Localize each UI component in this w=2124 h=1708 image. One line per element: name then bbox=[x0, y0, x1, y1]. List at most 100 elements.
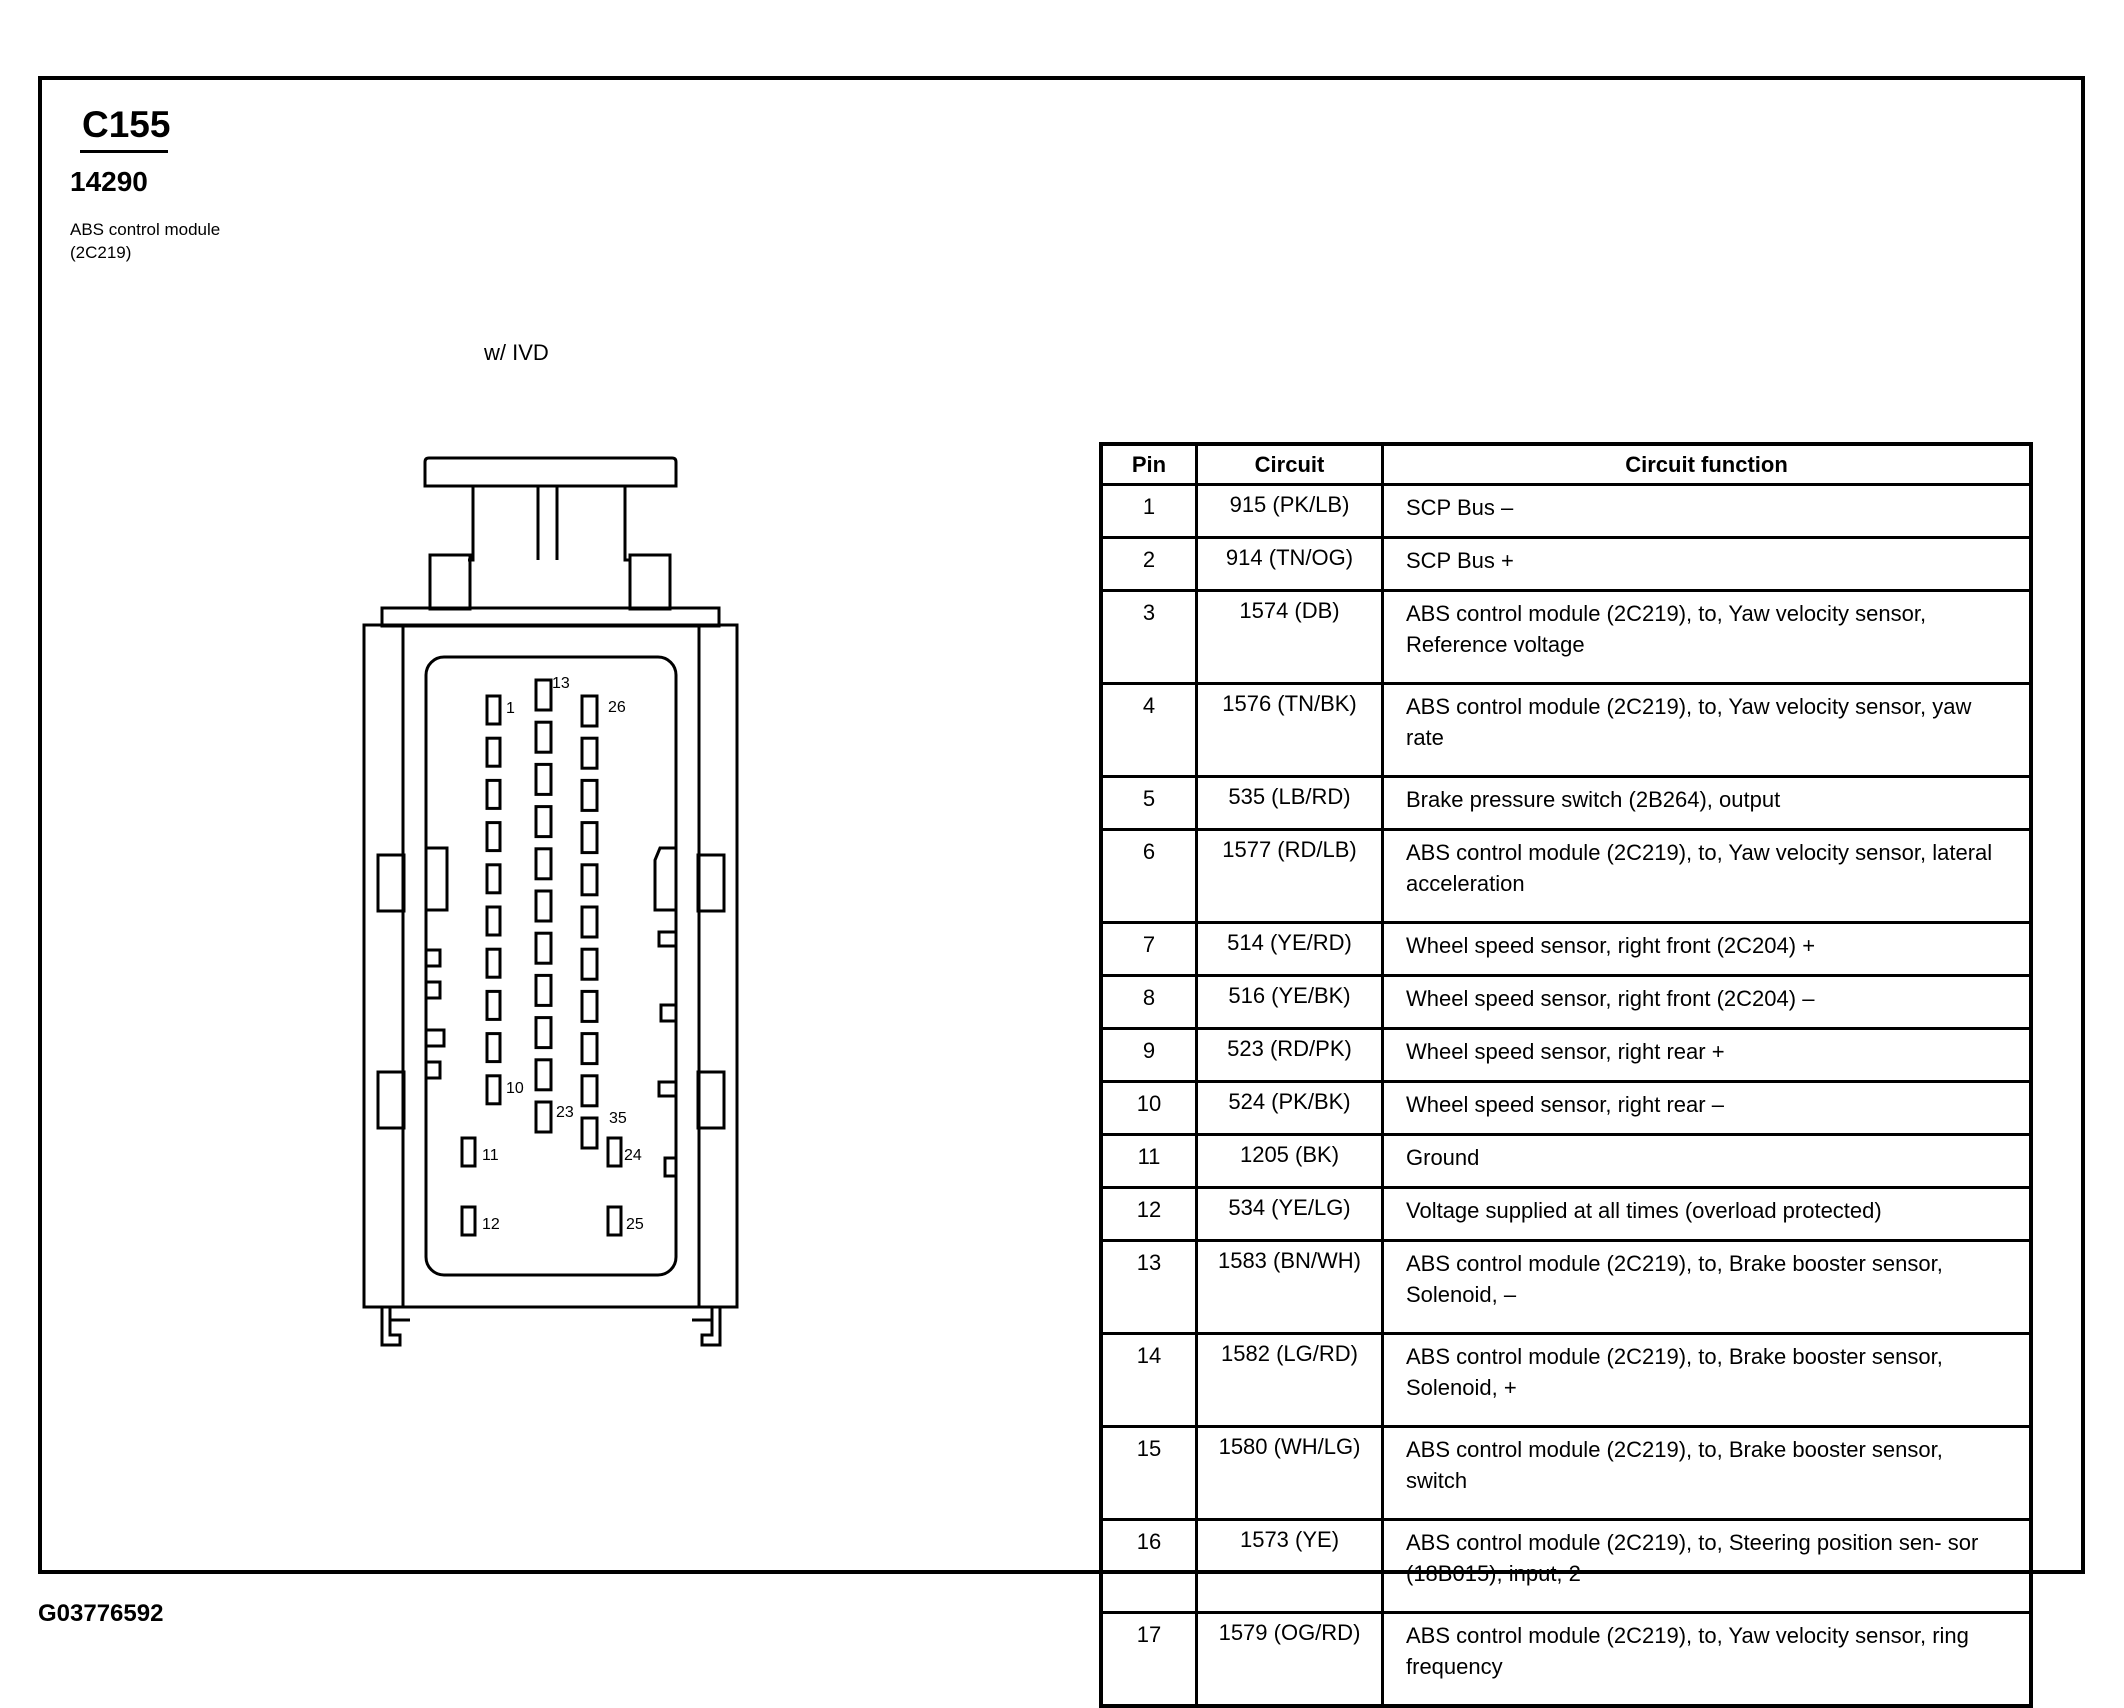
circuit-cell: 1582 (LG/RD) bbox=[1196, 1333, 1384, 1428]
pin-cavity bbox=[485, 863, 502, 895]
cavity-key bbox=[657, 930, 678, 948]
cavity-key bbox=[424, 980, 442, 1000]
pin-cavity bbox=[580, 947, 599, 981]
circuit-cell: 1573 (YE) bbox=[1196, 1519, 1384, 1614]
circuit-cell: 1577 (RD/LB) bbox=[1196, 829, 1384, 924]
circuit-cell: 516 (YE/BK) bbox=[1196, 975, 1384, 1030]
pin-cavity bbox=[580, 821, 599, 855]
circuit-cell: 523 (RD/PK) bbox=[1196, 1028, 1384, 1083]
pin-cavity bbox=[580, 863, 599, 897]
pin-number-label: 25 bbox=[626, 1216, 644, 1233]
circuit-cell: 1579 (OG/RD) bbox=[1196, 1612, 1384, 1708]
pin-cavity bbox=[534, 1100, 553, 1134]
connector-id: C155 bbox=[82, 104, 171, 145]
pin-cavity bbox=[485, 694, 502, 726]
pin-cavity bbox=[534, 762, 553, 796]
component-description: ABS control module bbox=[70, 220, 221, 239]
pin-cell: 8 bbox=[1101, 975, 1198, 1030]
function-cell: Voltage supplied at all times (overload … bbox=[1382, 1187, 2033, 1242]
pin-cavity bbox=[485, 989, 502, 1021]
pin-cavity bbox=[580, 1032, 599, 1066]
function-cell: Ground bbox=[1382, 1134, 2033, 1189]
figure-id: G03776592 bbox=[38, 1600, 164, 1627]
connector-id-underline bbox=[80, 150, 168, 153]
pin-cavity bbox=[460, 1136, 477, 1168]
pin-cavity bbox=[534, 678, 553, 712]
pin-cavity bbox=[580, 778, 599, 812]
pin-cavity bbox=[485, 778, 502, 810]
cavity-key bbox=[659, 1003, 678, 1023]
pin-cavity bbox=[534, 973, 553, 1007]
pin-cavity bbox=[580, 736, 599, 770]
pin-cell: 17 bbox=[1101, 1612, 1198, 1708]
pin-cell: 11 bbox=[1101, 1134, 1198, 1189]
pin-cell: 16 bbox=[1101, 1519, 1198, 1614]
header-pin: Pin bbox=[1101, 444, 1198, 486]
function-cell: ABS control module (2C219), to, Yaw velo… bbox=[1382, 590, 2033, 685]
pin-cell: 15 bbox=[1101, 1426, 1198, 1521]
connector-foot bbox=[380, 1307, 402, 1347]
function-cell: Wheel speed sensor, right rear – bbox=[1382, 1081, 2033, 1136]
function-cell: ABS control module (2C219), to, Steering… bbox=[1382, 1519, 2033, 1614]
function-cell: ABS control module (2C219), to, Brake bo… bbox=[1382, 1333, 2033, 1428]
pin-cell: 7 bbox=[1101, 922, 1198, 977]
component-code: (2C219) bbox=[70, 243, 132, 262]
pin-cell: 6 bbox=[1101, 829, 1198, 924]
pin-number-label: 35 bbox=[609, 1110, 627, 1127]
pin-cavity bbox=[534, 1016, 553, 1050]
function-cell: SCP Bus + bbox=[1382, 537, 2033, 592]
circuit-cell: 1205 (BK) bbox=[1196, 1134, 1384, 1189]
pin-cavity bbox=[580, 1116, 599, 1150]
variant-label: w/ IVD bbox=[484, 340, 549, 365]
pin-cell: 5 bbox=[1101, 776, 1198, 831]
connector-latch-tab-right bbox=[628, 553, 672, 611]
circuit-cell: 1574 (DB) bbox=[1196, 590, 1384, 685]
housing-rib bbox=[376, 853, 406, 913]
housing-rib bbox=[376, 1070, 406, 1130]
figure-frame bbox=[38, 76, 2085, 1574]
pin-cavity bbox=[534, 889, 553, 923]
pin-number-label: 23 bbox=[556, 1104, 574, 1121]
connector-latch-tab-left bbox=[428, 553, 472, 611]
circuit-cell: 1576 (TN/BK) bbox=[1196, 683, 1384, 778]
pin-cell: 13 bbox=[1101, 1240, 1198, 1335]
function-cell: ABS control module (2C219), to, Brake bo… bbox=[1382, 1426, 2033, 1521]
connector-foot bbox=[700, 1307, 722, 1347]
pin-cell: 12 bbox=[1101, 1187, 1198, 1242]
pin-number-label: 26 bbox=[608, 699, 626, 716]
pin-cavity bbox=[580, 905, 599, 939]
pin-cavity bbox=[485, 1074, 502, 1106]
connector-housing-inner bbox=[401, 623, 701, 1309]
cavity-key bbox=[426, 846, 449, 912]
cavity-key bbox=[657, 1080, 678, 1098]
housing-rib bbox=[696, 853, 726, 913]
cavity-key bbox=[424, 1060, 442, 1080]
pin-number-label: 24 bbox=[624, 1147, 642, 1164]
pin-cavity bbox=[534, 805, 553, 839]
pin-cavity bbox=[485, 821, 502, 853]
pin-cell: 9 bbox=[1101, 1028, 1198, 1083]
pin-cavity bbox=[580, 1074, 599, 1108]
housing-rib bbox=[696, 1070, 726, 1130]
pin-number-label: 1 bbox=[506, 700, 515, 717]
pin-cavity bbox=[485, 736, 502, 768]
pin-cell: 10 bbox=[1101, 1081, 1198, 1136]
circuit-cell: 914 (TN/OG) bbox=[1196, 537, 1384, 592]
header-circuit-function: Circuit function bbox=[1382, 444, 2033, 486]
pin-cavity bbox=[534, 847, 553, 881]
function-cell: Wheel speed sensor, right front (2C204) … bbox=[1382, 922, 2033, 977]
pin-cavity bbox=[606, 1136, 623, 1168]
circuit-cell: 1583 (BN/WH) bbox=[1196, 1240, 1384, 1335]
